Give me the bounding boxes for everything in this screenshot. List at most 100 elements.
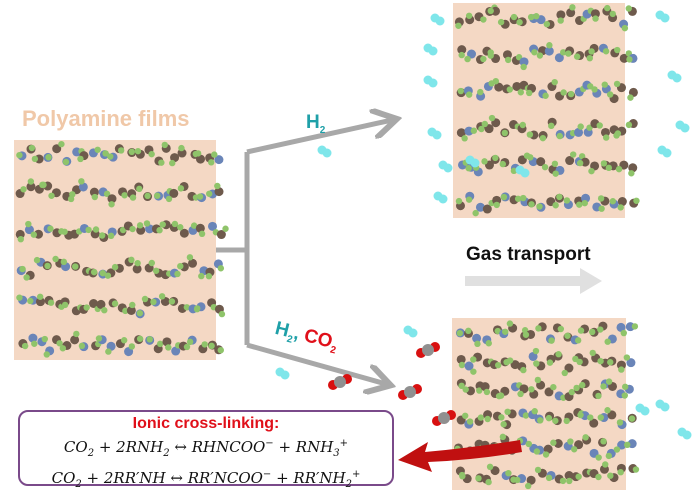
hydrogen-atom — [548, 337, 555, 344]
polymer-atom — [526, 475, 536, 485]
polymer-atom — [544, 387, 554, 397]
hydrogen-atom — [566, 477, 573, 485]
hydrogen-atom — [498, 414, 505, 421]
hydrogen-atom — [47, 225, 54, 232]
hydrogen-atom — [595, 392, 602, 400]
polymer-atom — [214, 155, 224, 165]
hydrogen-atom — [456, 329, 463, 337]
red-feedback-arrow — [398, 440, 522, 472]
hydrogen-atom — [20, 186, 27, 193]
hydrogen-atom — [458, 382, 465, 390]
hydrogen-atom — [161, 141, 168, 149]
polymer-atom — [188, 258, 198, 268]
h2-molecule — [280, 370, 290, 380]
hydrogen-atom — [458, 361, 466, 369]
hydrogen-atom — [85, 226, 92, 234]
hydrogen-atom — [517, 390, 524, 398]
hydrogen-atom — [103, 190, 111, 198]
hydrogen-atom — [551, 78, 558, 86]
hydrogen-atom — [506, 357, 514, 364]
polymer-atom — [494, 82, 504, 92]
hydrogen-atom — [136, 309, 144, 317]
hydrogen-atom — [504, 56, 512, 64]
polymer-atom — [617, 440, 627, 450]
hydrogen-atom — [129, 301, 136, 309]
hydrogen-atom — [481, 158, 488, 165]
hydrogen-atom — [461, 135, 468, 142]
hydrogen-atom — [576, 358, 583, 366]
hydrogen-atom — [43, 351, 50, 358]
ionic-crosslinking-title: Ionic cross-linking: — [132, 415, 280, 432]
hydrogen-atom — [569, 4, 576, 11]
hydrogen-atom — [499, 433, 507, 441]
hydrogen-atom — [25, 220, 32, 228]
hydrogen-atom — [121, 192, 128, 199]
polymer-atom — [600, 127, 610, 137]
hydrogen-atom — [573, 384, 580, 392]
hydrogen-atom — [58, 140, 65, 148]
hydrogen-atom — [621, 392, 628, 399]
hydrogen-atom — [577, 411, 584, 419]
hydrogen-atom — [141, 295, 149, 303]
polymer-atom — [196, 154, 206, 164]
hydrogen-atom — [632, 466, 640, 473]
h2-molecule — [438, 194, 448, 204]
hydrogen-atom — [546, 359, 554, 366]
polymer-atom — [24, 225, 34, 235]
polymer-atom — [590, 9, 600, 19]
hydrogen-atom — [174, 270, 181, 278]
hydrogen-atom — [497, 18, 505, 26]
hydrogen-atom — [576, 159, 584, 167]
hydrogen-atom — [458, 51, 465, 59]
h2-molecule — [470, 158, 480, 168]
hydrogen-atom — [484, 415, 491, 423]
hydrogen-atom — [600, 438, 607, 445]
hydrogen-atom — [169, 159, 176, 167]
hydrogen-atom — [211, 151, 218, 158]
hydrogen-atom — [31, 155, 39, 163]
hydrogen-atom — [536, 203, 543, 210]
hydrogen-atom — [30, 231, 37, 238]
hydrogen-atom — [475, 475, 482, 482]
hydrogen-atom — [19, 265, 26, 273]
polymer-atom — [574, 127, 584, 137]
hydrogen-atom — [477, 414, 485, 421]
hydrogen-atom — [607, 472, 614, 479]
hydrogen-atom — [552, 170, 559, 177]
hydrogen-atom — [522, 331, 530, 338]
polymer-atom — [52, 144, 62, 154]
hydrogen-atom — [628, 415, 636, 422]
hydrogen-atom — [487, 7, 494, 15]
hydrogen-atom — [625, 121, 633, 129]
hydrogen-atom — [198, 230, 206, 238]
h2-molecule — [672, 73, 682, 83]
hydrogen-atom — [104, 272, 112, 279]
hydrogen-atom — [605, 452, 613, 460]
polymer-atom — [195, 223, 205, 233]
polymer-atom — [89, 187, 99, 197]
hydrogen-atom — [561, 369, 568, 377]
hydrogen-atom — [595, 454, 602, 461]
hydrogen-atom — [519, 121, 526, 129]
hydrogen-atom — [159, 221, 166, 228]
hydrogen-atom — [573, 53, 581, 60]
hydrogen-atom — [457, 87, 464, 95]
hydrogen-atom — [165, 344, 172, 351]
polymer-atom — [519, 57, 529, 67]
hydrogen-atom — [222, 225, 229, 232]
co2-carbon — [334, 376, 346, 388]
hydrogen-atom — [598, 205, 605, 212]
hydrogen-atom — [41, 335, 48, 343]
hydrogen-atom — [570, 151, 577, 158]
hydrogen-atom — [485, 478, 492, 486]
hydrogen-atom — [178, 144, 185, 152]
hydrogen-atom — [465, 196, 473, 203]
hydrogen-atom — [631, 323, 639, 330]
hydrogen-atom — [156, 227, 163, 234]
hydrogen-atom — [604, 338, 611, 345]
h2-molecule — [680, 123, 690, 133]
polymer-atom — [70, 335, 80, 345]
h2-molecule — [322, 148, 332, 158]
hydrogen-atom — [102, 150, 109, 157]
hydrogen-atom — [455, 197, 463, 205]
